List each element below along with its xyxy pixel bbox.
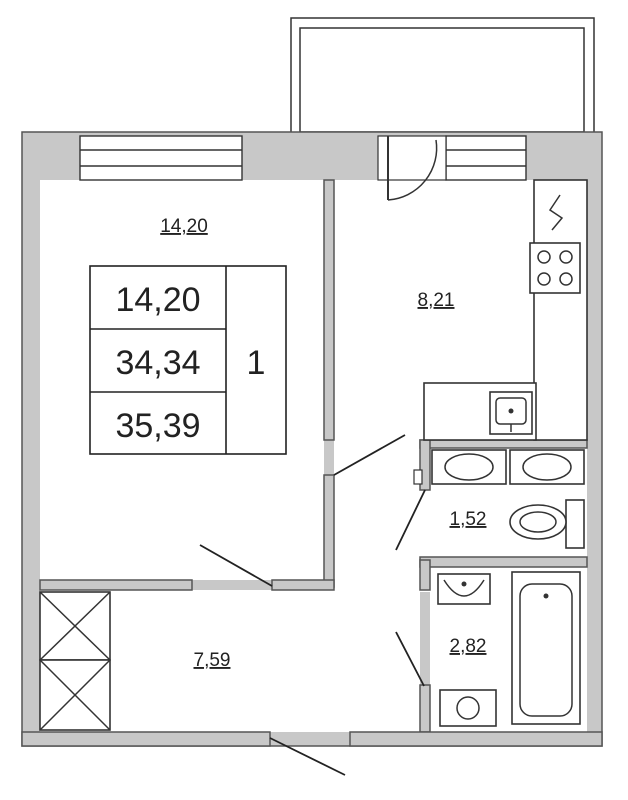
total-area-balcony-value: 35,39 — [115, 407, 200, 445]
living-room-area-label: 14,20 — [160, 216, 208, 237]
room-count-value: 1 — [247, 344, 266, 382]
gas-pipe-icon — [548, 194, 564, 231]
kitchen-sink-icon — [489, 391, 533, 435]
hallway-area-label: 7,59 — [194, 650, 231, 671]
wardrobe-icon — [39, 591, 111, 731]
stove-icon — [529, 242, 581, 294]
interior-walls — [21, 179, 603, 747]
bathtub-icon — [511, 571, 581, 725]
bath-sink-icon — [437, 573, 491, 605]
washing-machine-icon — [431, 449, 585, 485]
bathroom-area-label: 2,82 — [450, 636, 487, 657]
kitchen-area-label: 8,21 — [418, 290, 455, 311]
window-living — [79, 135, 243, 181]
area-summary-table: 14,20 34,34 35,39 1 — [89, 265, 287, 455]
toilet-icon — [509, 499, 585, 549]
washing-box-icon — [439, 689, 497, 727]
living-area-value: 14,20 — [115, 281, 200, 319]
doors — [199, 434, 426, 776]
total-area-value: 34,34 — [115, 344, 200, 382]
window-kitchen — [445, 135, 527, 181]
balcony-door — [377, 135, 447, 201]
kitchen-counter — [423, 179, 588, 441]
toilet-area-label: 1,52 — [450, 509, 487, 530]
balcony — [290, 17, 595, 137]
